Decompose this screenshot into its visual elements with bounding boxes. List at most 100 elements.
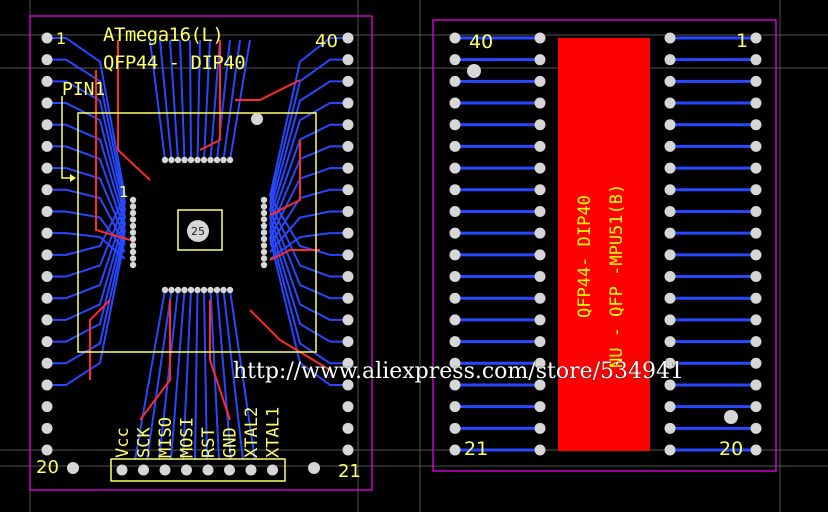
header-pin-label: XTAL2 — [242, 407, 262, 458]
trace — [269, 249, 320, 261]
dip-pad — [342, 119, 354, 131]
dip-pad — [664, 162, 676, 174]
header-pad — [224, 464, 235, 476]
trace — [47, 195, 126, 256]
dip-pad — [449, 422, 461, 434]
dip-pad — [342, 249, 354, 261]
right-pads — [449, 32, 762, 456]
dip-pad — [664, 401, 676, 413]
dip-pad — [449, 140, 461, 152]
qfp-pin — [129, 222, 137, 230]
dip-pad — [449, 54, 461, 66]
qfp-pin — [174, 156, 182, 164]
dip-pad — [449, 401, 461, 413]
dip-pad — [41, 314, 53, 326]
dip-pad — [449, 162, 461, 174]
trace — [269, 37, 348, 197]
dip-pad — [41, 379, 53, 391]
trace — [47, 167, 126, 239]
dip-pad — [41, 357, 53, 369]
dip-pad — [664, 249, 676, 261]
trace — [269, 209, 348, 300]
qfp-pin — [260, 222, 268, 230]
qfp-pin — [129, 255, 137, 262]
dip-pad — [750, 162, 762, 174]
mounting-hole — [467, 64, 481, 78]
header-pad — [267, 464, 278, 476]
qfp-pin — [260, 242, 268, 249]
qfp-pin — [129, 196, 137, 204]
dip-pad — [534, 119, 546, 131]
trace — [47, 145, 126, 232]
dip-pad — [449, 336, 461, 348]
left-traces-top — [89, 40, 331, 421]
qfp-pin — [187, 286, 195, 294]
dip-pad — [449, 314, 461, 326]
dip-pad — [449, 444, 461, 456]
qfp-pin — [194, 286, 201, 294]
dip-pad — [342, 271, 354, 283]
qfp-pin — [213, 156, 221, 164]
header-pin-label: SCK — [135, 427, 155, 458]
dip-pad — [342, 314, 354, 326]
dip-pad — [342, 140, 354, 152]
right-label-line2: NU - QFP -MPU51(B) — [607, 184, 627, 368]
dip-pad — [664, 140, 676, 152]
qfp-pin — [220, 156, 227, 164]
header-pin-label: GND — [221, 427, 241, 458]
dip-pad — [750, 97, 762, 109]
right-label-top-left: 40 — [469, 31, 493, 53]
trace — [149, 39, 166, 161]
trace — [47, 123, 126, 225]
qfp-pin — [207, 286, 214, 294]
dip-pad — [449, 119, 461, 131]
trace — [196, 39, 201, 161]
dip-pad — [664, 32, 676, 44]
dip-pad — [534, 54, 546, 66]
trace — [47, 216, 126, 321]
dip-pad — [750, 32, 762, 44]
trace — [269, 140, 301, 216]
dip-pad — [750, 271, 762, 283]
chip-outline — [77, 112, 317, 353]
left-label-bottom-right: 21 — [338, 461, 361, 482]
chip-pin1-label: 1 — [119, 183, 129, 201]
qfp-pin — [220, 286, 227, 294]
trace — [269, 102, 348, 218]
dip-pad — [342, 422, 354, 434]
center-pad — [187, 220, 209, 242]
dip-pad — [664, 119, 676, 131]
trace — [159, 39, 173, 161]
trace — [269, 223, 348, 343]
dip-pad — [342, 32, 354, 44]
dip-pad — [534, 314, 546, 326]
header-pin-label: Vcc — [113, 427, 133, 458]
dip-pad — [534, 205, 546, 217]
mounting-hole — [308, 462, 320, 474]
dip-pad — [534, 292, 546, 304]
dip-pad — [449, 205, 461, 217]
dip-pad — [534, 379, 546, 391]
dip-pad — [534, 140, 546, 152]
trace — [170, 289, 186, 461]
qfp-pin — [168, 156, 175, 164]
trace — [47, 37, 126, 197]
right-board-outline — [432, 19, 777, 472]
dip-pad — [41, 444, 53, 456]
dip-pad — [342, 162, 354, 174]
trace — [158, 289, 179, 461]
qfp-pin — [260, 248, 268, 256]
qfp-pin — [260, 209, 268, 217]
trace — [216, 289, 232, 461]
dip-pad — [534, 97, 546, 109]
dip-pad — [750, 184, 762, 196]
dip-pad — [342, 75, 354, 87]
qfp-pin — [129, 261, 137, 269]
dip-pad — [664, 444, 676, 456]
qfp-pin — [187, 156, 195, 164]
trace — [89, 299, 111, 380]
qfp-pin — [129, 242, 137, 249]
dip-pad — [41, 162, 53, 174]
dip-pad — [534, 32, 546, 44]
